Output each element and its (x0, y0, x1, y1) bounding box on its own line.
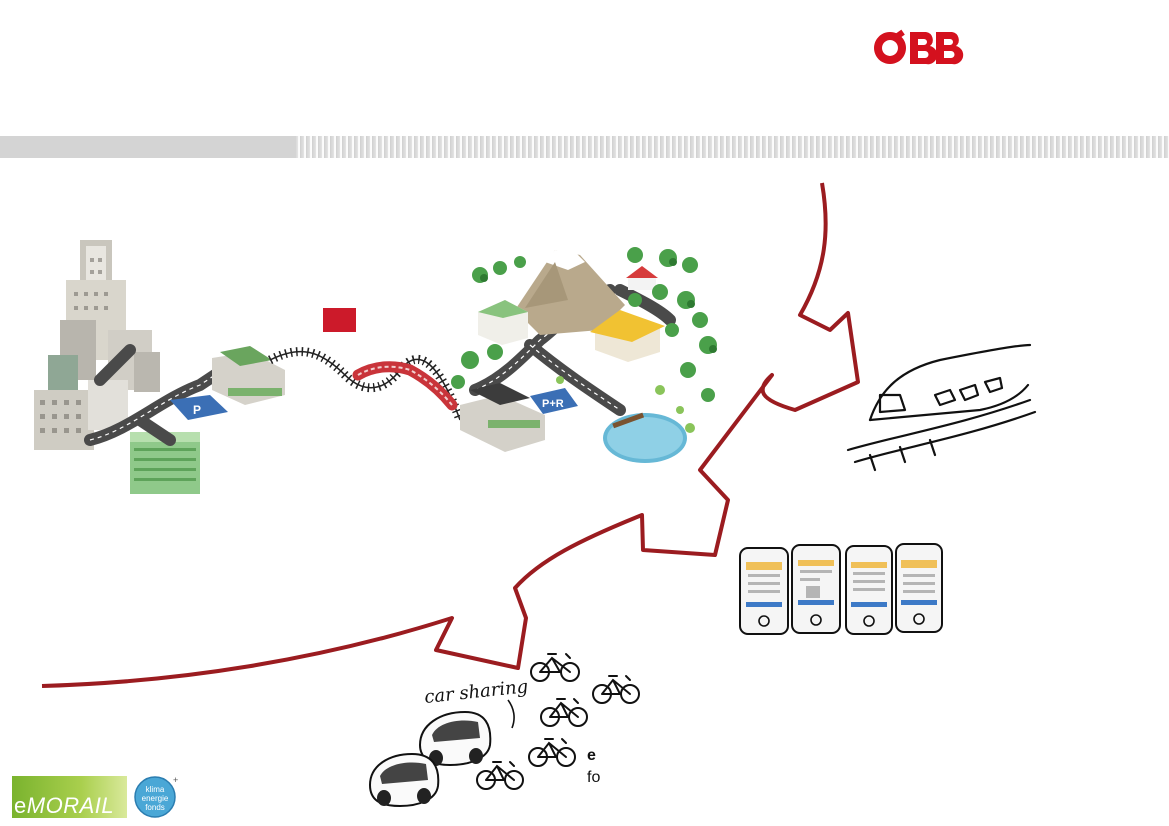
car-sharing-handwriting: car sharing (423, 676, 529, 708)
caption-line-1: e (587, 747, 596, 764)
klima-energie-fonds-logo: klima energie fonds + (134, 775, 178, 818)
connection-curves (41, 182, 860, 688)
railway-track (267, 347, 465, 422)
svg-text:P+R: P+R (542, 398, 564, 410)
svg-text:klima: klima (146, 785, 165, 794)
obb-logo (874, 29, 964, 65)
train-sketch (846, 343, 1037, 472)
caption-line-2: fo (587, 769, 601, 786)
svg-text:energie: energie (142, 794, 169, 803)
svg-text:+: + (173, 775, 178, 785)
parking-sign: P (170, 395, 228, 420)
station-building-right: P+R (460, 383, 578, 452)
station-building-left (212, 346, 285, 405)
car-sketch-back (368, 752, 440, 808)
countryside (451, 247, 717, 463)
smartphones-sketch (739, 543, 943, 635)
emorail-logo-text: eMORAIL (14, 793, 115, 818)
bicycles-sketch (476, 653, 640, 790)
emorail-logo (12, 776, 127, 818)
header-stripe (0, 136, 1169, 158)
city-skyline (34, 240, 200, 494)
red-marker (323, 308, 356, 332)
svg-text:P: P (193, 403, 201, 417)
svg-text:fonds: fonds (145, 803, 165, 812)
car-sketch-front (418, 710, 492, 767)
red-train (352, 361, 458, 411)
